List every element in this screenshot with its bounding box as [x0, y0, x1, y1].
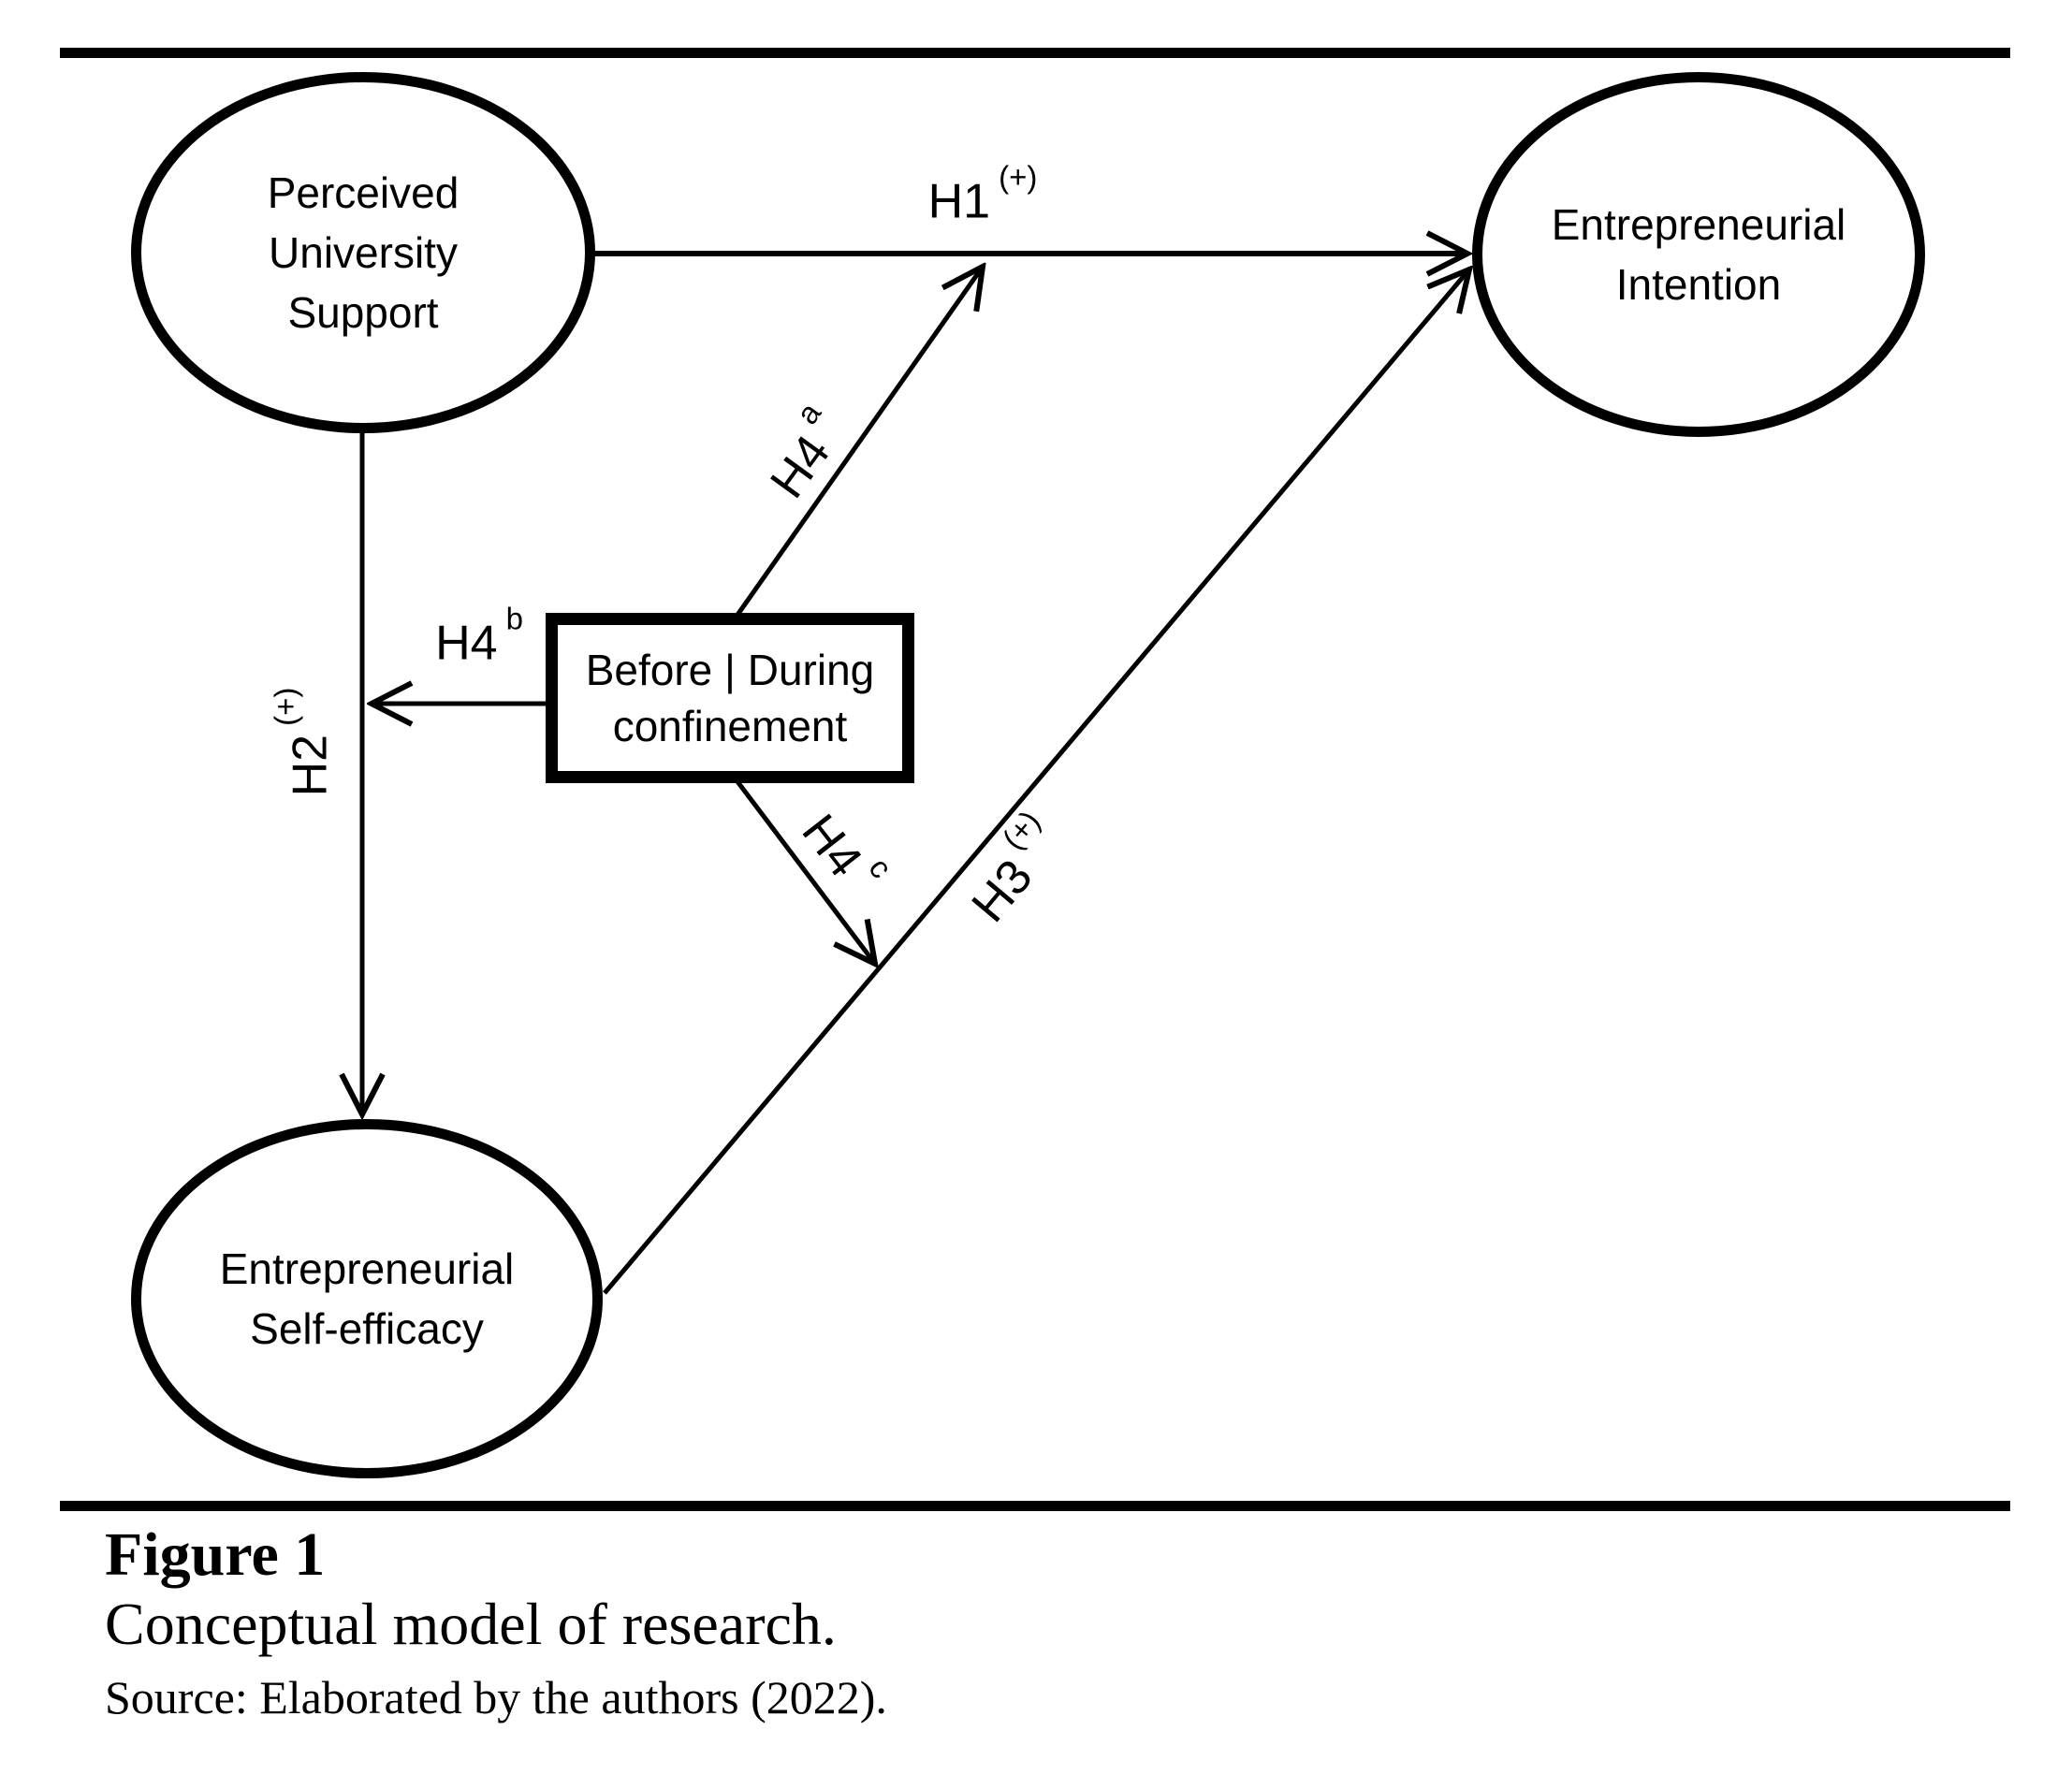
- figure-caption-source: Source: Elaborated by the authors (2022)…: [105, 1671, 887, 1724]
- h2-label: H2 (+): [268, 688, 337, 797]
- h4b-label-sup: b: [505, 601, 523, 636]
- node-line: Before | During: [585, 646, 875, 694]
- node-perceived-university-support: Perceived University Support: [131, 72, 595, 433]
- figure-caption-label: Figure 1: [105, 1520, 326, 1589]
- moderator-box-label: Before | During confinement: [586, 642, 875, 754]
- node-line: confinement: [612, 702, 848, 750]
- node-line: Entrepreneurial: [219, 1244, 515, 1293]
- node-entrepreneurial-intention: Entrepreneurial Intention: [1472, 72, 1925, 437]
- h1-label: H1(+): [928, 161, 1038, 225]
- moderator-box-confinement: Before | During confinement: [546, 613, 914, 783]
- node-entrepreneurial-self-efficacy: Entrepreneurial Self-efficacy: [131, 1119, 603, 1478]
- node-line: University: [269, 228, 458, 277]
- node-line: Intention: [1615, 260, 1782, 309]
- node-line: Perceived: [267, 168, 460, 217]
- node-label: Entrepreneurial Self-efficacy: [220, 1239, 515, 1359]
- figure-caption-title: Conceptual model of research.: [105, 1591, 837, 1657]
- h4c-arrow: [732, 775, 875, 964]
- figure-top-rule: [60, 48, 2010, 58]
- node-line: Entrepreneurial: [1551, 200, 1846, 249]
- h4b-label-text: H4: [435, 616, 498, 671]
- h2-label-text: H2: [283, 734, 338, 797]
- node-line: Self-efficacy: [250, 1304, 484, 1353]
- node-label: Perceived University Support: [268, 163, 460, 342]
- figure-bottom-rule: [60, 1501, 2010, 1511]
- h1-label-text: H1: [927, 174, 991, 229]
- h4a-arrow: [733, 267, 983, 619]
- node-label: Entrepreneurial Intention: [1552, 195, 1846, 314]
- h1-label-sup: (+): [999, 159, 1038, 195]
- h2-label-sup: (+): [268, 687, 303, 726]
- h3-arrow: [603, 269, 1469, 1295]
- node-line: Support: [287, 288, 439, 337]
